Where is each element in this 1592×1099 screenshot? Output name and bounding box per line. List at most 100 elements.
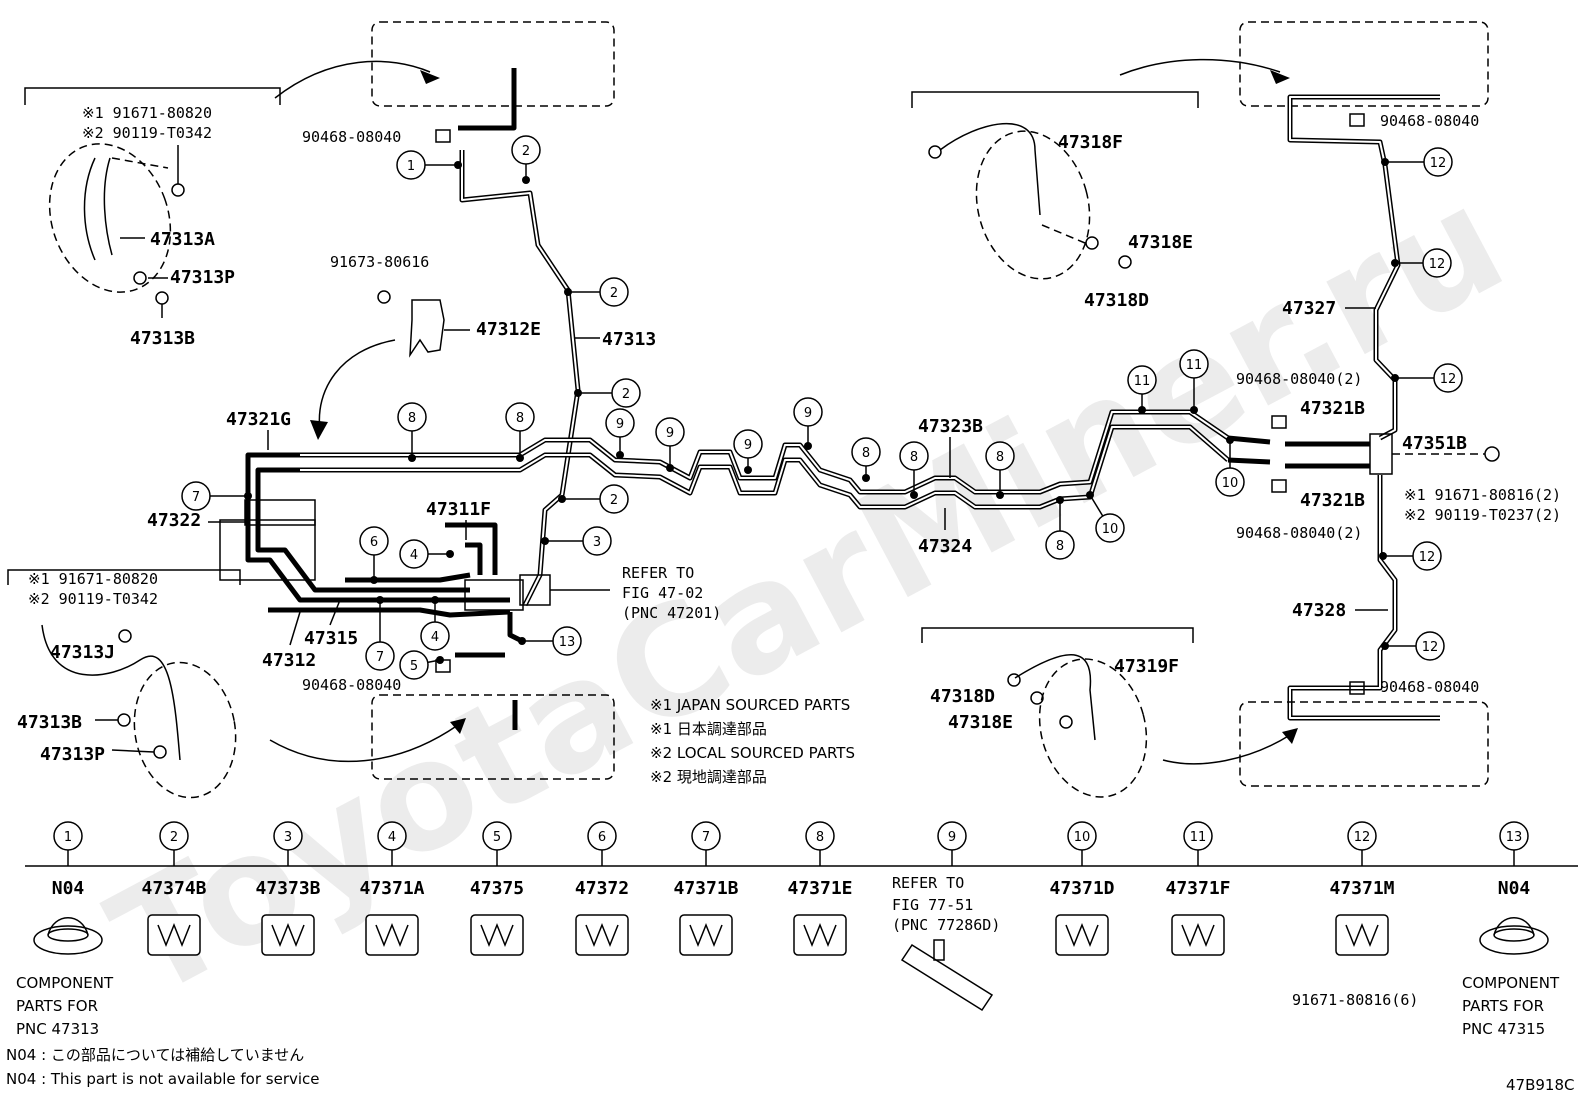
note-refer-2: FIG 47-02: [622, 584, 703, 602]
label-90468-08040-b: 90468-08040: [302, 676, 401, 694]
footer-n04-jp: N04 : この部品については補給していません: [6, 1046, 304, 1064]
legend-2: ※1 日本調達部品: [650, 720, 767, 738]
label-90468-08040-a: 90468-08040: [302, 128, 401, 146]
callout-number: 12: [1440, 372, 1457, 387]
callout-number: 2: [622, 387, 630, 402]
callout-12: 12: [1391, 248, 1452, 278]
label-47313P-a: 47313P: [170, 267, 235, 288]
label-47327: 47327: [1282, 298, 1336, 319]
parts-col-part: 47371D: [1049, 878, 1114, 899]
callout-10: 10: [1086, 491, 1125, 543]
callout-number: 2: [610, 286, 618, 301]
note-refer-1: REFER TO: [622, 564, 694, 582]
parts-col-note: PARTS FOR: [16, 997, 98, 1015]
callout-1: 1: [396, 150, 462, 180]
callout-12: 12: [1381, 147, 1453, 177]
parts-col-part: 47373B: [255, 878, 320, 899]
note-mark1-b: ※1 91671-80820: [28, 570, 158, 588]
parts-col-number: 7: [702, 830, 710, 845]
legend-4: ※2 現地調達部品: [650, 768, 767, 786]
callout-13: 13: [518, 626, 582, 656]
label-90468-08040-d: 90468-08040: [1380, 678, 1479, 696]
callout-9: 9: [605, 408, 635, 459]
parts-col-note: COMPONENT: [1462, 974, 1560, 992]
callout-8: 8: [899, 441, 929, 499]
label-91673-80616: 91673-80616: [330, 253, 429, 271]
pipe-left-group: [245, 452, 522, 658]
callout-4: 4: [399, 539, 454, 569]
callout-number: 9: [616, 417, 624, 432]
label-47321B-a: 47321B: [1300, 398, 1365, 419]
abs-unit: [219, 499, 610, 611]
callout-number: 2: [522, 144, 530, 159]
callout-number: 11: [1134, 374, 1151, 389]
callout-2: 2: [558, 484, 629, 514]
label-47313B-a: 47313B: [130, 328, 195, 349]
callout-number: 12: [1429, 257, 1446, 272]
label-47318D-a: 47318D: [1084, 290, 1149, 311]
parts-col-part: 47371M: [1329, 878, 1394, 899]
label-47318D-b: 47318D: [930, 686, 995, 707]
footer-n04-en: N04 : This part is not available for ser…: [6, 1070, 320, 1088]
callout-number: 8: [862, 446, 870, 461]
parts-col-part: N04: [1498, 878, 1531, 899]
detail-47313A: [24, 87, 281, 318]
note-mark2-a: ※2 90119-T0342: [82, 124, 212, 142]
label-90468-08040-2b: 90468-08040(2): [1236, 524, 1362, 542]
parts-col-note: 91671-80816(6): [1292, 991, 1418, 1009]
callout-6: 6: [359, 526, 389, 584]
note-mark1-a: ※1 91671-80820: [82, 104, 212, 122]
legend-3: ※2 LOCAL SOURCED PARTS: [650, 744, 855, 762]
label-47313B-b: 47313B: [17, 712, 82, 733]
note-mark2-b: ※2 90119-T0342: [28, 590, 158, 608]
parts-col-number: 3: [284, 830, 292, 845]
callout-number: 10: [1102, 522, 1119, 537]
parts-col-part: 47372: [575, 878, 629, 899]
parts-col-part: 47371B: [673, 878, 738, 899]
parts-col-note: FIG 77-51: [892, 896, 973, 914]
parts-col-note: PNC 47315: [1462, 1020, 1545, 1038]
detail-47318F: [911, 91, 1199, 280]
note-mark2-c: ※2 90119-T0237(2): [1404, 506, 1561, 524]
watermark: ToyotaCarMiner.ru: [85, 153, 1530, 1032]
callout-number: 13: [559, 635, 576, 650]
callout-number: 2: [610, 493, 618, 508]
parts-col-part: 47375: [470, 878, 524, 899]
callout-number: 11: [1186, 358, 1203, 373]
pipe-47328: [1287, 475, 1440, 721]
parts-col-part: 47371E: [787, 878, 852, 899]
parts-col-number: 8: [816, 830, 824, 845]
callout-number: 10: [1222, 476, 1239, 491]
label-47328: 47328: [1292, 600, 1346, 621]
label-47313A: 47313A: [150, 229, 215, 250]
callout-number: 9: [744, 438, 752, 453]
parts-col-part: 47371F: [1165, 878, 1230, 899]
label-47313: 47313: [602, 329, 656, 350]
legend-1: ※1 JAPAN SOURCED PARTS: [650, 696, 850, 714]
parts-col-number: 1: [64, 830, 72, 845]
callout-number: 8: [408, 411, 416, 426]
callout-number: 8: [996, 450, 1004, 465]
callout-7: 7: [365, 596, 395, 671]
label-47312E: 47312E: [476, 319, 541, 340]
callout-12: 12: [1379, 541, 1442, 571]
callout-number: 1: [407, 159, 415, 174]
label-47321B-b: 47321B: [1300, 490, 1365, 511]
fittings-47321B: [1285, 433, 1500, 475]
callout-number: 7: [192, 490, 200, 505]
label-90468-08040-2a: 90468-08040(2): [1236, 370, 1362, 388]
label-47321G: 47321G: [226, 409, 291, 430]
callout-12: 12: [1391, 363, 1463, 393]
parts-col-part: 47371A: [359, 878, 424, 899]
parts-col-part: N04: [52, 878, 85, 899]
callout-11: 11: [1127, 365, 1157, 414]
